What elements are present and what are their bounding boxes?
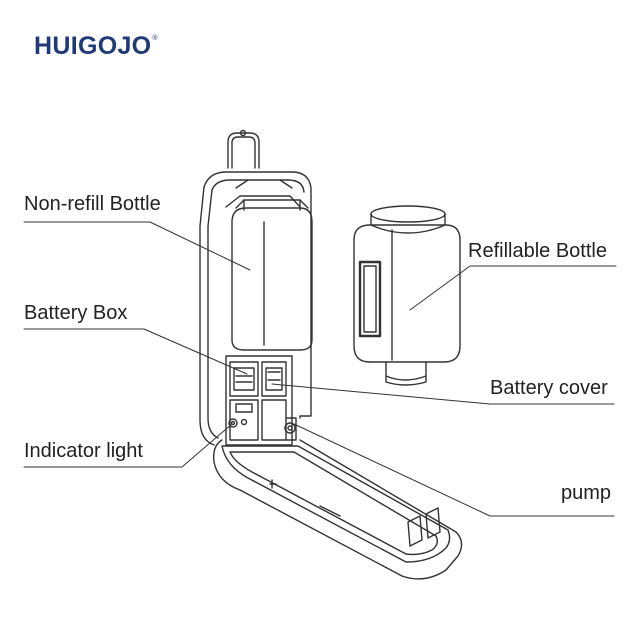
leader-battery-cover (271, 383, 615, 405)
leader-lines (23, 221, 617, 517)
label-indicator-light: Indicator light (24, 440, 143, 462)
label-non-refill-bottle: Non-refill Bottle (24, 193, 161, 215)
registered-mark: ® (152, 35, 158, 42)
hanging-hook (227, 129, 260, 169)
battery-box (225, 355, 293, 446)
indicator-light (228, 418, 238, 428)
pump-fitting (284, 417, 297, 441)
brand-logo: HUIGOJO® (34, 32, 158, 61)
label-battery-box: Battery Box (24, 302, 128, 324)
label-battery-cover: Battery cover (490, 377, 608, 399)
label-refillable-bottle: Refillable Bottle (468, 240, 607, 262)
leader-refillable-bottle (409, 265, 617, 311)
leader-pump (293, 423, 615, 517)
brand-name: HUIGOJO (34, 32, 152, 60)
front-cover (212, 439, 463, 580)
leader-battery-box (23, 328, 248, 375)
label-pump: pump (561, 482, 612, 504)
leader-non-refill-bottle (23, 221, 251, 271)
refillable-bottle (353, 205, 461, 386)
non-refill-bottle (231, 199, 313, 351)
dispenser-housing (199, 171, 312, 446)
leader-indicator-light (23, 423, 233, 468)
